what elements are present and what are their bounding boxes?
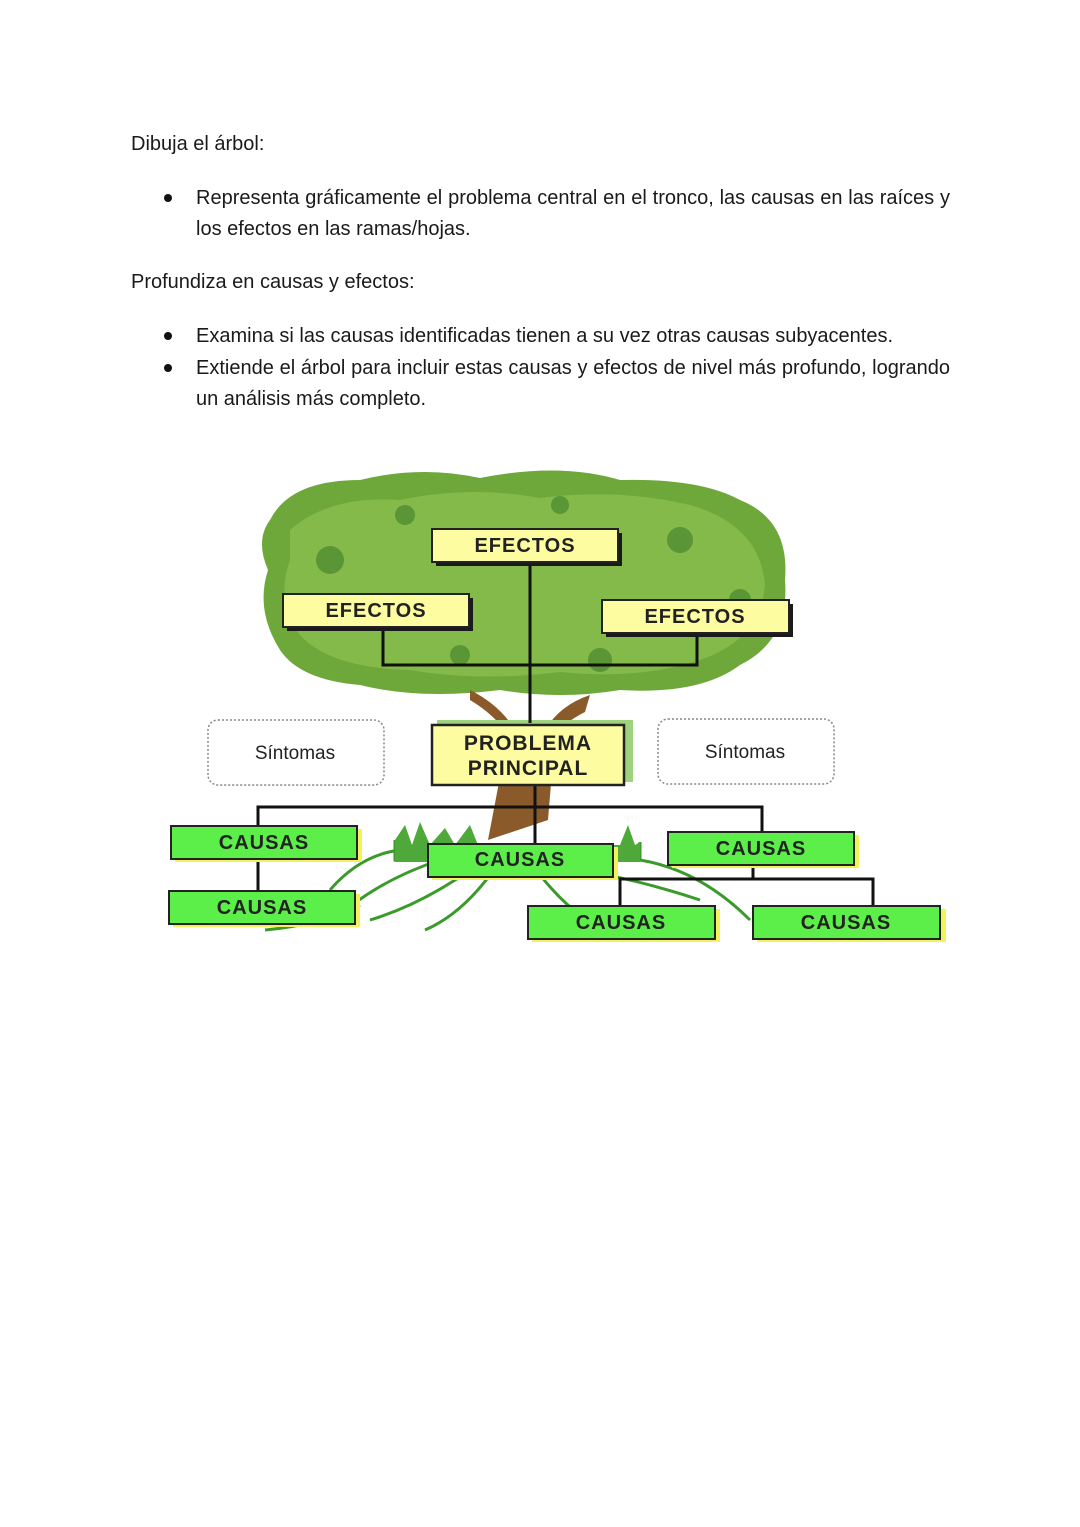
cause-box-center: CAUSAS: [427, 843, 618, 880]
bullet-list-deepen: Examina si las causas identificadas tien…: [160, 321, 950, 416]
effect-box-top: EFECTOS: [431, 528, 622, 566]
bullet-icon: [164, 364, 172, 372]
cause-label: CAUSAS: [475, 849, 565, 871]
bullet-icon: [164, 194, 172, 202]
cause-label: CAUSAS: [576, 912, 666, 934]
cause-box-bottom-center: CAUSAS: [527, 905, 720, 942]
bullet-text: Examina si las causas identificadas tien…: [196, 325, 894, 347]
symptom-box-right: Síntomas: [657, 718, 835, 785]
cause-label: CAUSAS: [801, 912, 891, 934]
symptom-label: Síntomas: [255, 743, 335, 764]
symptom-label: Síntomas: [705, 742, 785, 763]
list-item: Representa gráficamente el problema cent…: [160, 183, 950, 245]
bullet-text: Representa gráficamente el problema cent…: [196, 187, 950, 240]
cause-label: CAUSAS: [716, 838, 806, 860]
effect-label: EFECTOS: [474, 535, 575, 557]
effect-box-left: EFECTOS: [282, 593, 473, 631]
problem-box: PROBLEMA PRINCIPAL: [430, 723, 626, 787]
cause-label: CAUSAS: [217, 897, 307, 919]
connector-lines: [256, 562, 875, 906]
cause-box-left-1: CAUSAS: [170, 825, 362, 862]
list-item: Extiende el árbol para incluir estas cau…: [160, 353, 950, 415]
problem-tree-diagram: EFECTOS EFECTOS EFECTOS PROBLEMA PRINCIP…: [168, 470, 946, 942]
section-heading-deepen: Profundiza en causas y efectos:: [131, 271, 415, 293]
cause-label: CAUSAS: [219, 832, 309, 854]
problem-tree-figure: EFECTOS EFECTOS EFECTOS PROBLEMA PRINCIP…: [165, 462, 950, 947]
cause-box-bottom-right: CAUSAS: [752, 905, 946, 942]
cause-box-left-2: CAUSAS: [168, 890, 360, 927]
bullet-icon: [164, 332, 172, 340]
list-item: Examina si las causas identificadas tien…: [160, 321, 950, 352]
cause-box-right-top: CAUSAS: [667, 831, 859, 868]
effect-box-right: EFECTOS: [601, 599, 793, 637]
effect-label: EFECTOS: [325, 600, 426, 622]
effect-label: EFECTOS: [644, 606, 745, 628]
bullet-list-draw-tree: Representa gráficamente el problema cent…: [160, 183, 950, 246]
tree-foliage: [261, 470, 786, 695]
problem-label-line1: PROBLEMA: [464, 732, 592, 755]
symptom-box-left: Síntomas: [207, 719, 385, 786]
problem-label-line2: PRINCIPAL: [468, 757, 589, 780]
bullet-text: Extiende el árbol para incluir estas cau…: [196, 357, 950, 410]
section-heading-draw-tree: Dibuja el árbol:: [131, 133, 265, 155]
